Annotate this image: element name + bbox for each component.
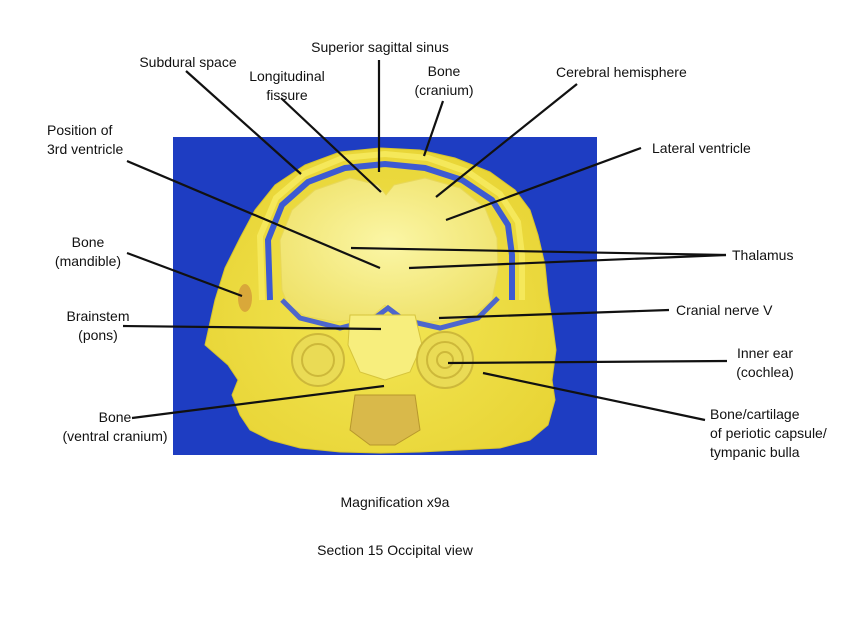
- label-bone-cartilage-line2: of periotic capsule/: [710, 425, 827, 441]
- cranium-band: [256, 150, 525, 301]
- label-inner-ear-line1: Inner ear: [736, 345, 794, 361]
- label-bone-cartilage-line3: tympanic bulla: [710, 444, 800, 460]
- label-subdural-space: Subdural space: [139, 54, 237, 70]
- label-longitudinal-fissure-line2: fissure: [266, 87, 308, 103]
- label-lateral-ventricle: Lateral ventricle: [652, 140, 751, 156]
- label-bone-ventral-cranium-line1: Bone: [98, 409, 132, 425]
- label-superior-sagittal-sinus: Superior sagittal sinus: [311, 39, 449, 55]
- label-bone-cartilage-line1: Bone/cartilage: [710, 406, 800, 422]
- label-bone-cranium-line2: (cranium): [414, 82, 474, 98]
- ventricle-curve: [280, 296, 500, 331]
- caption-magnification: Magnification x9a: [340, 494, 450, 510]
- label-bone-mandible-line1: Bone: [71, 234, 105, 250]
- skull-rim: [264, 160, 515, 301]
- label-inner-ear-line2: (cochlea): [736, 364, 794, 380]
- label-position-3rd-ventricle-line2: 3rd ventricle: [47, 141, 124, 157]
- mandible: [238, 284, 252, 312]
- label-cranial-nerve-v: Cranial nerve V: [676, 302, 773, 318]
- label-cerebral-hemisphere: Cerebral hemisphere: [556, 64, 687, 80]
- cochlea-right: [416, 331, 474, 389]
- caption-section: Section 15 Occipital view: [317, 542, 473, 558]
- label-brainstem-line1: Brainstem: [66, 308, 130, 324]
- label-position-3rd-ventricle-line1: Position of: [47, 122, 113, 138]
- label-brainstem-line2: (pons): [78, 327, 118, 343]
- label-bone-cranium-line1: Bone: [427, 63, 461, 79]
- brainstem: [347, 314, 423, 381]
- label-bone-mandible-line2: (mandible): [54, 253, 122, 269]
- ventral-cranium: [349, 394, 421, 446]
- label-thalamus: Thalamus: [732, 247, 794, 263]
- cochlea-left: [291, 333, 345, 387]
- label-bone-ventral-cranium-line2: (ventral cranium): [62, 428, 168, 444]
- leader-lines: [122, 60, 728, 422]
- label-longitudinal-fissure-line1: Longitudinal: [249, 68, 325, 84]
